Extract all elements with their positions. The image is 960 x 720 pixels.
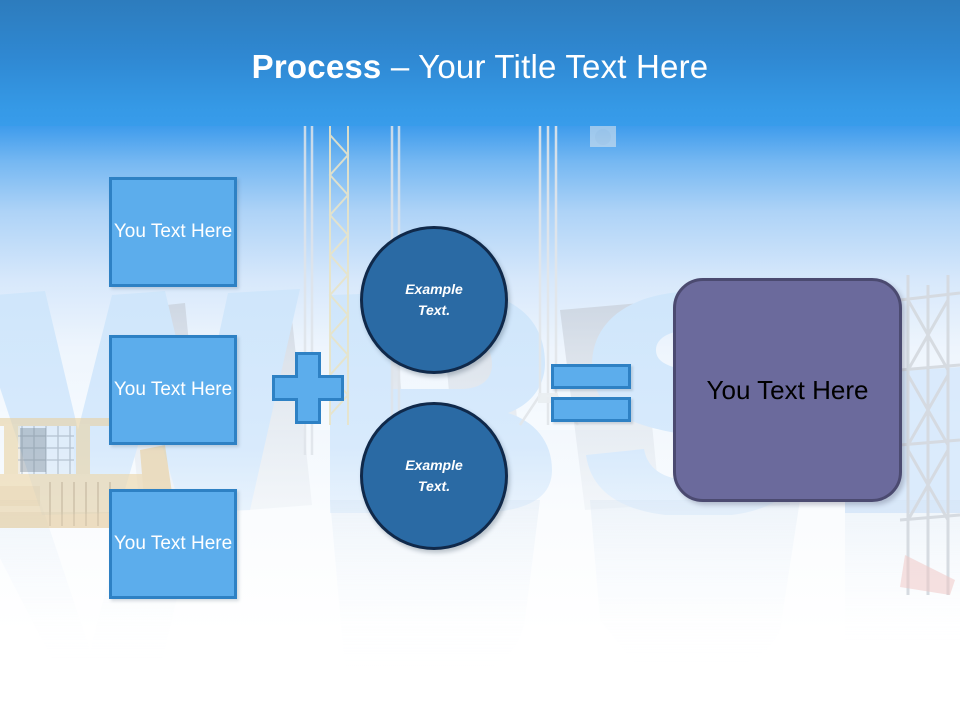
result-box-label: You Text Here	[706, 374, 869, 405]
page-title: Process – Your Title Text Here	[0, 48, 960, 86]
wbs-letters-reflection	[0, 500, 960, 681]
input-box-1[interactable]: You Text Here	[109, 177, 237, 287]
input-box-3-label: You Text Here	[113, 533, 233, 554]
input-box-2-label: You Text Here	[113, 379, 233, 400]
plus-inner-fill-v	[298, 355, 318, 421]
result-box[interactable]: You Text Here	[673, 278, 902, 502]
example-circle-1-line1: Example	[405, 281, 463, 297]
page-title-bold: Process	[251, 48, 382, 85]
input-box-3[interactable]: You Text Here	[109, 489, 237, 599]
equals-operator-icon	[551, 364, 631, 422]
example-circle-2-line1: Example	[405, 457, 463, 473]
slide-header-band: Process – Your Title Text Here	[0, 0, 960, 126]
page-title-rest: – Your Title Text Here	[381, 48, 709, 85]
bulldozer-graphic	[0, 418, 176, 528]
equals-top-bar	[551, 364, 631, 389]
plus-operator-icon	[272, 352, 344, 424]
input-box-1-label: You Text Here	[113, 221, 233, 242]
example-circle-2-line2: Text.	[417, 478, 451, 494]
input-box-2[interactable]: You Text Here	[109, 335, 237, 445]
example-circle-1-line2: Text.	[417, 302, 451, 318]
equals-bottom-bar	[551, 397, 631, 422]
